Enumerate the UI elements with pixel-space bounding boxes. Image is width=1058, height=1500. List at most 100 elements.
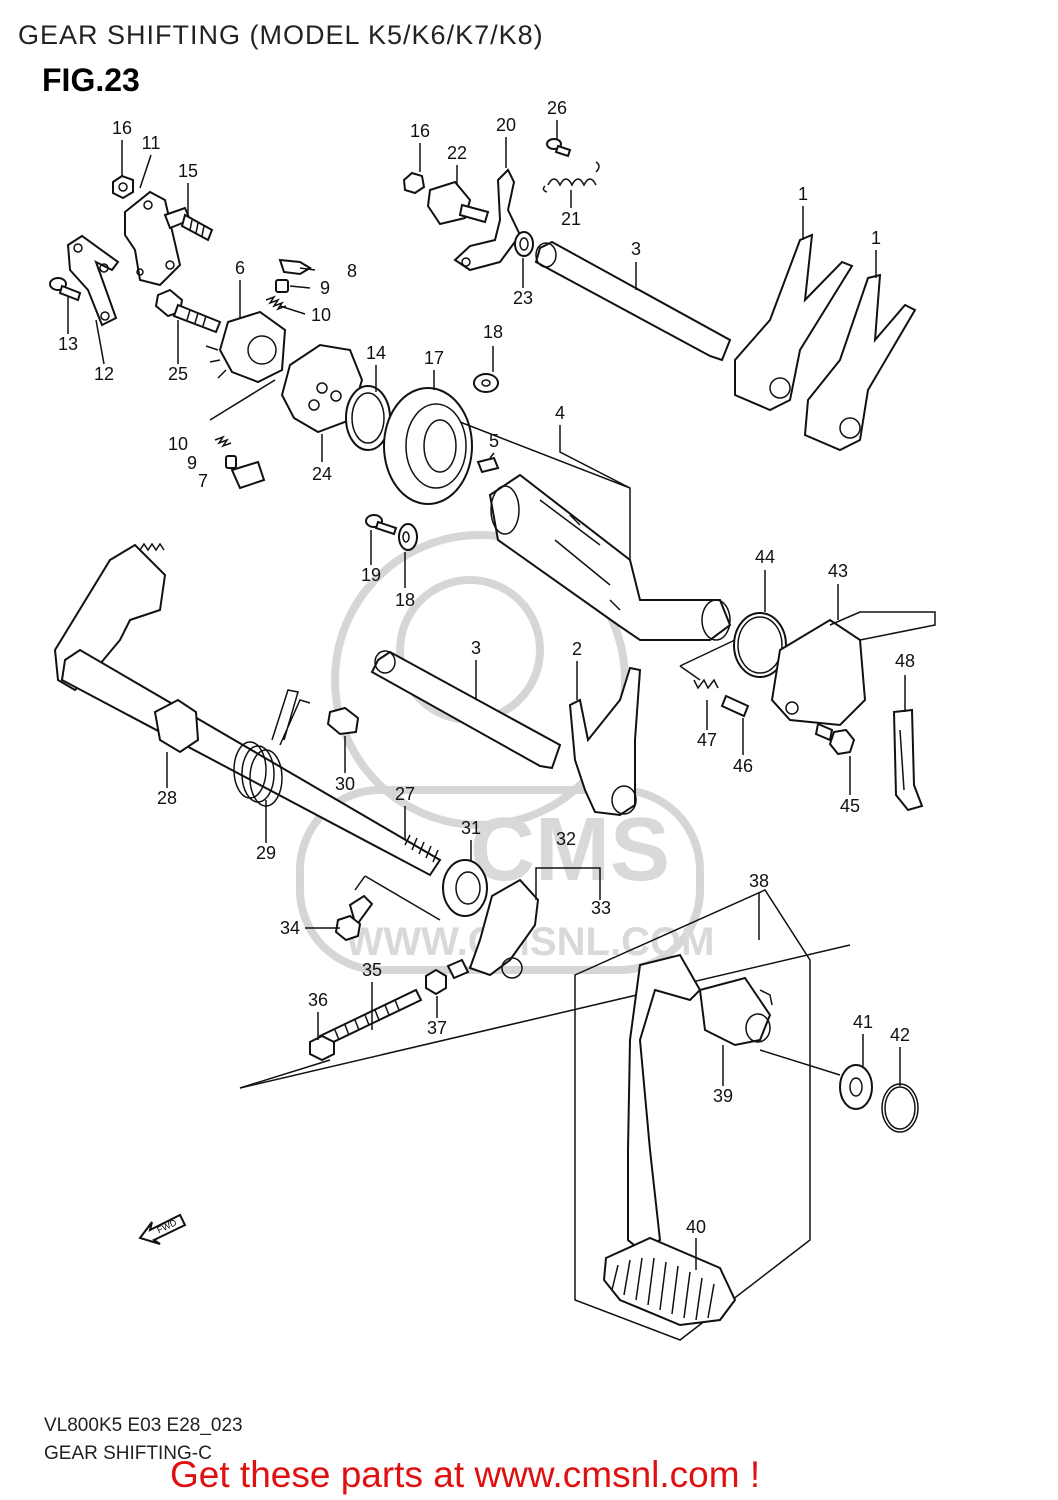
part-40-shift-pedal xyxy=(602,953,737,1327)
callout-1b: 1 xyxy=(871,228,881,248)
callout-48: 48 xyxy=(895,651,915,671)
callout-leaders xyxy=(67,120,906,1270)
callout-8: 8 xyxy=(347,261,357,281)
part-26-bolt xyxy=(546,138,572,158)
part-44-o-ring xyxy=(733,612,787,678)
callout-19: 19 xyxy=(361,565,381,585)
part-18-washer-top xyxy=(473,373,499,393)
part-12-plate xyxy=(66,234,120,327)
callout-36: 36 xyxy=(308,990,328,1010)
part-13-bolt xyxy=(49,277,82,302)
callout-23: 23 xyxy=(513,288,533,308)
part-3-shaft-upper xyxy=(534,240,732,362)
callout-40: 40 xyxy=(686,1217,706,1237)
callout-46: 46 xyxy=(733,756,753,776)
part-10-spring-lower xyxy=(214,435,232,448)
callout-4: 4 xyxy=(555,403,565,423)
callout-28: 28 xyxy=(157,788,177,808)
callout-9: 9 xyxy=(320,278,330,298)
callout-16: 16 xyxy=(112,118,132,138)
callout-24: 24 xyxy=(312,464,332,484)
part-36-nut xyxy=(309,1034,335,1062)
callout-7: 7 xyxy=(198,471,208,491)
part-20-arm xyxy=(453,168,522,272)
callout-21: 21 xyxy=(561,209,581,229)
callout-22: 22 xyxy=(447,143,467,163)
callout-38: 38 xyxy=(749,871,769,891)
callout-3b: 3 xyxy=(471,638,481,658)
part-30-stopper-pin xyxy=(326,706,360,736)
fwd-arrow-icon: FWD xyxy=(138,1213,187,1245)
callout-10: 10 xyxy=(311,305,331,325)
part-41-washer xyxy=(839,1064,873,1110)
part-22-collar xyxy=(426,180,490,226)
callout-12: 12 xyxy=(94,364,114,384)
callout-9b: 9 xyxy=(187,453,197,473)
callout-25: 25 xyxy=(168,364,188,384)
part-47-spring xyxy=(693,678,719,690)
part-19-bolt xyxy=(365,514,398,536)
callout-39: 39 xyxy=(713,1086,733,1106)
diagram-code: VL800K5 E03 E28_023 xyxy=(44,1415,243,1436)
callout-14: 14 xyxy=(366,343,386,363)
part-32-lever-assembly xyxy=(468,878,540,979)
part-8-pin xyxy=(278,258,312,276)
part-5-pin xyxy=(476,456,500,474)
part-1-fork-left xyxy=(734,233,854,412)
callout-32: 32 xyxy=(556,829,576,849)
part-35-rod xyxy=(318,988,423,1048)
callout-35: 35 xyxy=(362,960,382,980)
part-21-spring xyxy=(542,161,600,193)
part-15-stud xyxy=(163,206,214,242)
cms-watermark: CMS WWW.CMSNL.COM xyxy=(296,531,714,974)
callout-47: 47 xyxy=(697,730,717,750)
callout-44: 44 xyxy=(755,547,775,567)
callout-42: 42 xyxy=(890,1025,910,1045)
callout-1: 1 xyxy=(798,184,808,204)
part-31-oil-seal xyxy=(442,859,488,917)
part-43-gear-position-switch xyxy=(770,611,936,727)
part-45-bolt xyxy=(814,722,856,756)
callout-16b: 16 xyxy=(410,121,430,141)
part-38-box-outline xyxy=(574,889,811,1341)
callout-15: 15 xyxy=(178,161,198,181)
callout-17: 17 xyxy=(424,348,444,368)
callout-30: 30 xyxy=(335,774,355,794)
callout-6: 6 xyxy=(235,258,245,278)
callout-26: 26 xyxy=(547,98,567,118)
part-39-pivot xyxy=(698,976,773,1047)
callout-10b: 10 xyxy=(168,434,188,454)
part-6-cam-stopper xyxy=(205,310,287,384)
callout-5: 5 xyxy=(489,431,499,451)
part-27-spline xyxy=(404,834,439,863)
part-11-bracket xyxy=(124,190,182,287)
figure-label: FIG.23 xyxy=(42,62,140,98)
callout-27: 27 xyxy=(395,784,415,804)
page-title: GEAR SHIFTING (MODEL K5/K6/K7/K8) xyxy=(18,20,544,50)
part-7-stopper xyxy=(230,460,266,490)
callout-labels: 16 11 15 13 12 25 6 8 9 10 10 9 7 24 14 … xyxy=(58,98,915,1237)
part-16-nut-right xyxy=(402,171,426,195)
callout-29: 29 xyxy=(256,843,276,863)
part-18-washer-bottom xyxy=(398,523,418,551)
callout-34: 34 xyxy=(280,918,300,938)
part-23-washer xyxy=(514,231,534,257)
diagram-name: GEAR SHIFTING-C xyxy=(44,1443,212,1464)
callout-45: 45 xyxy=(840,796,860,816)
part-25-bolt xyxy=(154,288,222,334)
callout-11: 11 xyxy=(142,133,161,153)
part-48-clamp xyxy=(892,708,924,812)
promo-link[interactable]: Get these parts at www.cmsnl.com ! xyxy=(170,1454,761,1495)
part-3-shaft-lower xyxy=(370,650,562,770)
callout-37: 37 xyxy=(427,1018,447,1038)
part-9-pin xyxy=(275,279,289,293)
callout-33: 33 xyxy=(591,898,611,918)
callout-18b: 18 xyxy=(395,590,415,610)
part-2-fork-small xyxy=(568,666,642,817)
part-4-shift-drum xyxy=(488,473,732,641)
part-46-pin xyxy=(720,694,750,718)
callout-18: 18 xyxy=(483,322,503,342)
part-9-pin-lower xyxy=(225,455,237,469)
callout-41: 41 xyxy=(853,1012,873,1032)
